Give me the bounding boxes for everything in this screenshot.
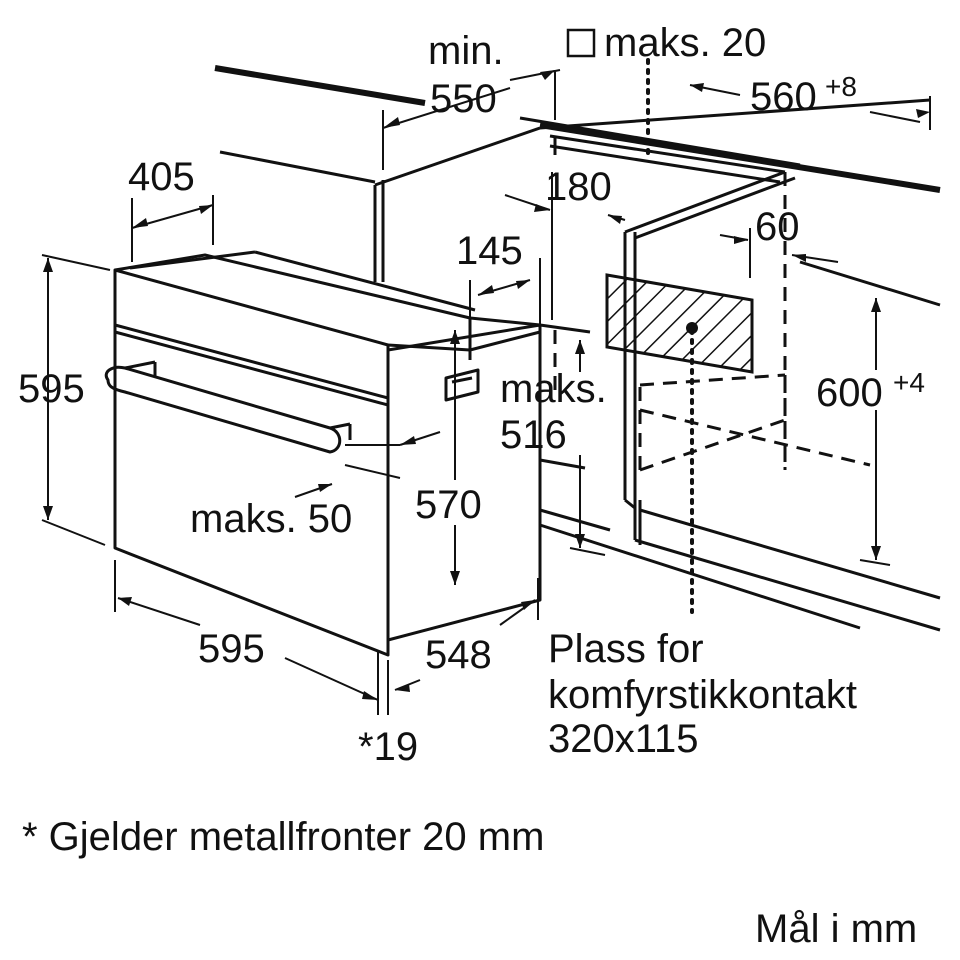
footnote-text: * Gjelder metallfronter 20 mm <box>22 815 544 859</box>
label-plass-line1: Plass for <box>548 627 704 671</box>
label-560: 560 <box>750 75 817 119</box>
units-note: Mål i mm <box>755 907 917 951</box>
label-600-sup: +4 <box>893 367 925 398</box>
arrowheads <box>43 70 930 700</box>
label-570: 570 <box>415 483 482 527</box>
socket-area <box>605 273 754 614</box>
label-516: 516 <box>500 413 567 457</box>
oven <box>104 250 542 657</box>
label-plass-line2: komfyrstikkontakt <box>548 673 857 717</box>
label-600: 600 <box>816 371 883 415</box>
square-symbol-icon <box>566 28 596 58</box>
label-maks20: maks. 20 <box>604 21 766 65</box>
label-550: 550 <box>430 77 497 121</box>
label-548: 548 <box>425 633 492 677</box>
label-405: 405 <box>128 155 195 199</box>
label-star19: *19 <box>358 725 418 769</box>
label-180: 180 <box>545 165 612 209</box>
label-min: min. <box>428 29 504 73</box>
label-145: 145 <box>456 229 523 273</box>
label-60: 60 <box>755 205 800 249</box>
label-595-width: 595 <box>198 627 265 671</box>
worktop <box>214 65 941 193</box>
label-maks-516-top: maks. <box>500 367 607 411</box>
label-maks50: maks. 50 <box>190 497 352 541</box>
label-560-sup: +8 <box>825 71 857 102</box>
label-plass-line3: 320x115 <box>548 717 699 761</box>
label-595-height: 595 <box>18 367 85 411</box>
